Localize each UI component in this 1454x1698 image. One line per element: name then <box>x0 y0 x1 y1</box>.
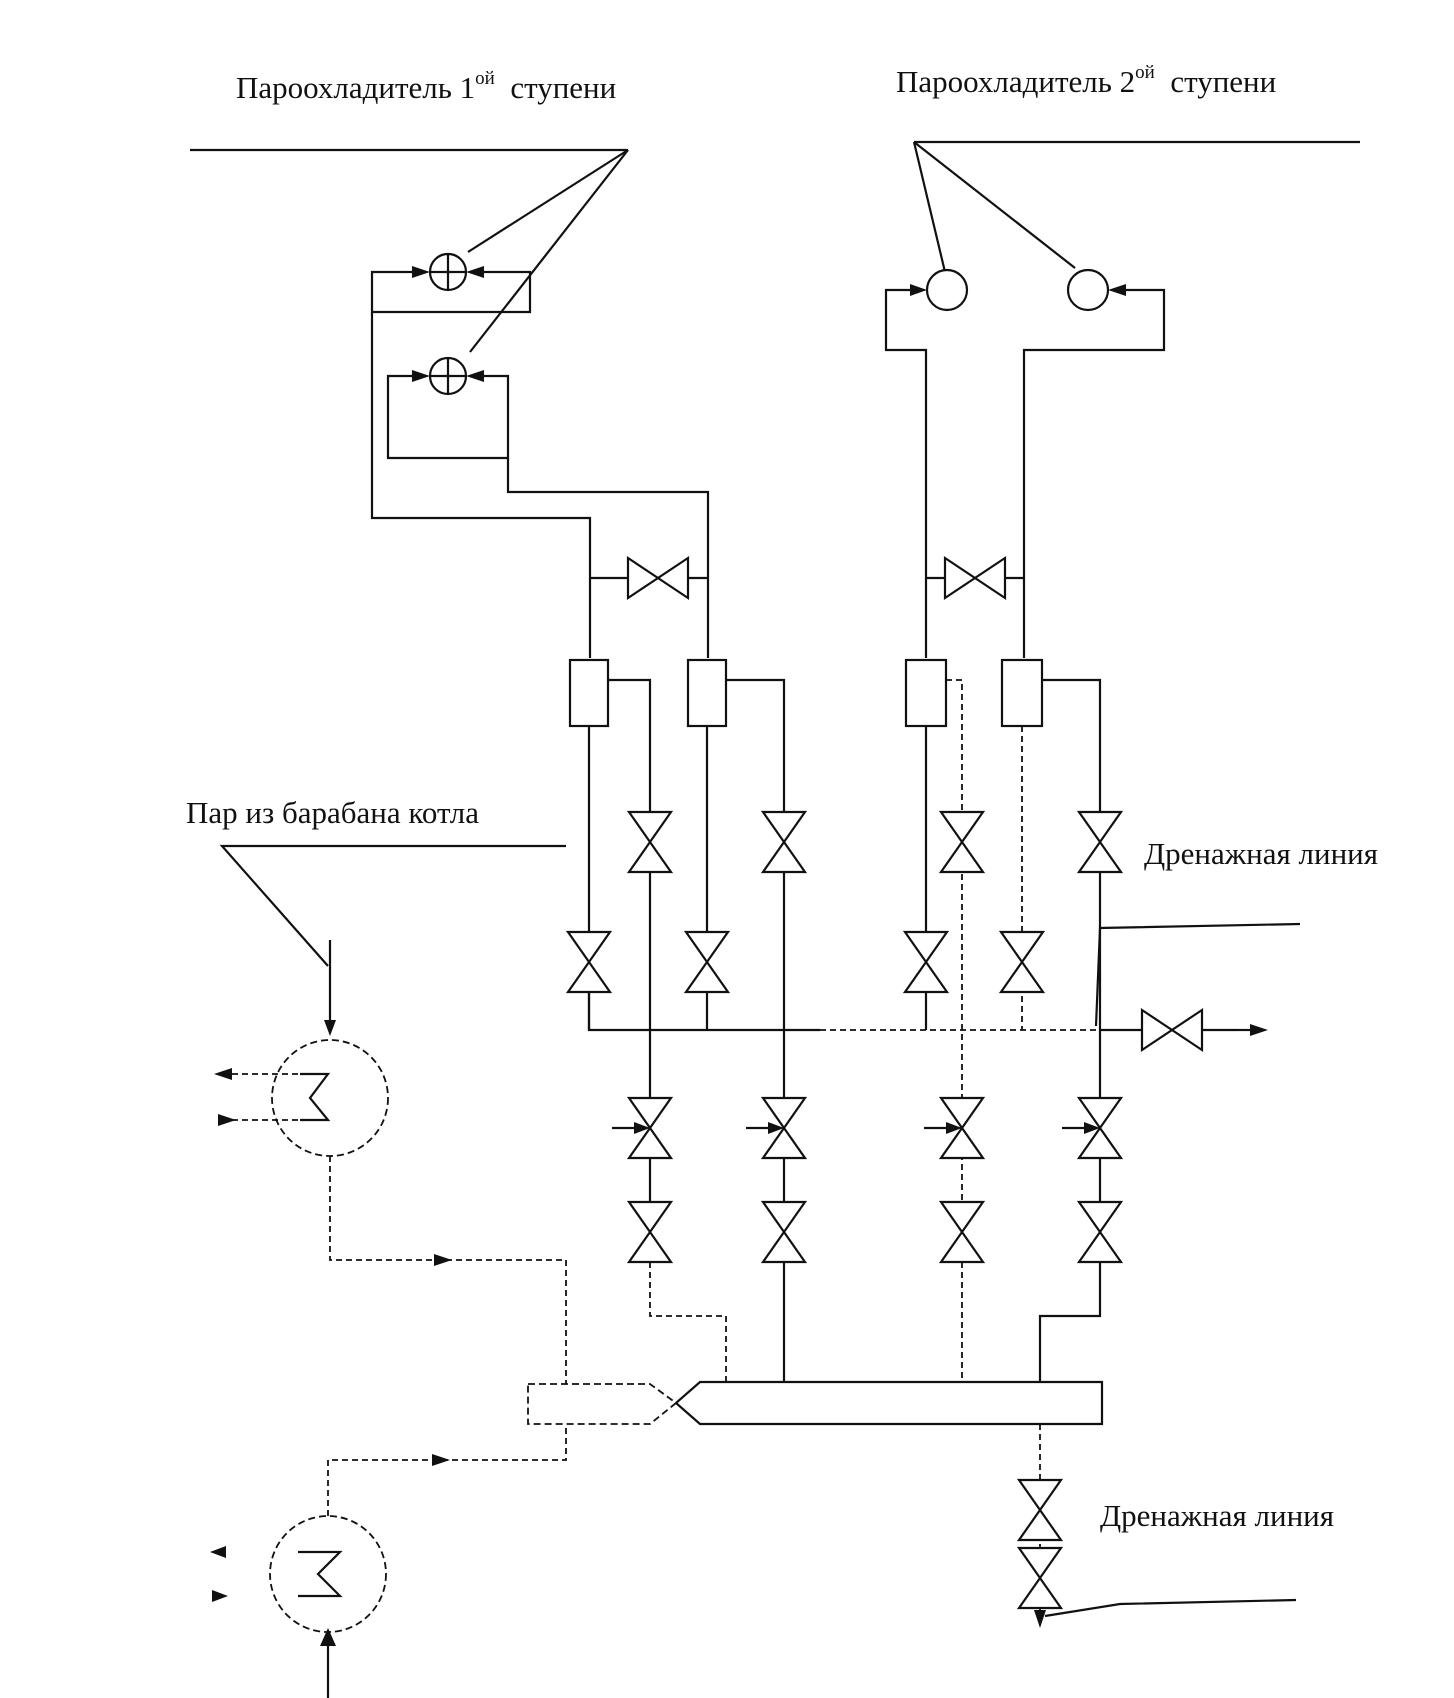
drain-line-upper-label: Дренажная линия <box>1144 836 1379 871</box>
label-2-leader-b <box>913 141 1076 269</box>
drain-valve-1 <box>566 930 612 994</box>
drain-valve-2 <box>684 930 730 994</box>
lower-cooler <box>210 1424 567 1698</box>
coolant-out-arrow-icon <box>214 1068 232 1080</box>
cooler-3-box <box>904 658 948 728</box>
outlet-valve-1 <box>627 810 673 874</box>
label-1-leader-b <box>469 149 629 353</box>
cooler-2-box <box>686 658 728 728</box>
cooler-4-outlet <box>1042 678 1102 1250</box>
sensor-2b-pipe <box>1022 288 1166 658</box>
desuperheater-2-suffix: ступени <box>1170 64 1277 99</box>
shutoff-valve-2 <box>761 1200 807 1264</box>
desuperheater-2-text: Пароохладитель 2 <box>896 64 1136 99</box>
cooler-3-outlet <box>946 679 963 1250</box>
leader-lines <box>190 140 1360 1618</box>
lower-cooler-body <box>269 1515 387 1633</box>
lower-cooler-arrow-in-icon <box>212 1590 228 1602</box>
outlet-valve-4 <box>1077 810 1123 874</box>
stage-1-bypass-valve <box>626 556 690 600</box>
collector-feed-4 <box>1038 1262 1102 1382</box>
sensor-1a-loop <box>370 270 532 314</box>
drum-steam-cooler <box>214 940 567 1384</box>
actuator-3-icon <box>946 1122 962 1134</box>
desuperheater-2-label: Пароохладитель 2ой ступени <box>896 62 1276 100</box>
collector-drain-arrow-icon <box>1034 1610 1046 1628</box>
lower-cooler-outlet-arrow-icon <box>432 1454 450 1466</box>
drain-valve-3 <box>903 930 949 994</box>
lower-cooler-coil-icon <box>298 1550 343 1598</box>
collector-drain-valve-2 <box>1017 1546 1063 1610</box>
desuperheater-2-sup: ой <box>1135 62 1155 83</box>
actuator-4-icon <box>1084 1122 1100 1134</box>
stage-1-left-pipe <box>370 312 592 658</box>
sensor-2a-arrow <box>910 284 927 296</box>
sensor-2b-icon <box>1066 268 1110 312</box>
stage-1-right-pipe <box>506 458 710 658</box>
drum-steam-inlet-arrow-icon <box>324 1020 336 1036</box>
collector-feed-1 <box>649 1262 727 1382</box>
sensor-1a-arrow-right <box>466 266 484 278</box>
shutoff-valve-4 <box>1077 1200 1123 1264</box>
regulating-valves <box>612 1096 1123 1160</box>
collector-inlet <box>527 1383 678 1425</box>
drain-header-valve <box>1140 1008 1204 1052</box>
coolant-in-arrow-icon <box>218 1114 236 1126</box>
actuator-1-icon <box>634 1122 650 1134</box>
stage-2-bypass-valve <box>943 556 1007 600</box>
actuator-2-icon <box>768 1122 784 1134</box>
desuperheater-1-sensors <box>370 252 532 460</box>
shutoff-valve-3 <box>939 1200 985 1264</box>
cooler-1-outlet <box>608 678 652 1250</box>
drain-header-left <box>587 992 820 1032</box>
sample-coolers <box>568 658 1044 728</box>
desuperheater-1-label: Пароохладитель 1ой ступени <box>236 68 616 106</box>
drum-steam-cooler-body <box>271 1039 389 1157</box>
drum-steam-leader <box>219 844 566 967</box>
shutoff-valve-1 <box>627 1200 673 1264</box>
cooler-4-box <box>1000 658 1044 728</box>
sensor-1b-arrow-right <box>466 370 484 382</box>
sensor-1b-arrow-left <box>412 370 430 382</box>
desuperheater-1-suffix: ступени <box>510 70 617 105</box>
sensor-2b-arrow <box>1108 284 1126 296</box>
drum-steam-outlet-arrow-icon <box>434 1254 452 1266</box>
drain-header-arrow-icon <box>1250 1024 1268 1036</box>
label-2-leader-a <box>912 141 947 273</box>
desuperheater-2-sensors <box>884 268 1166 658</box>
sensor-2a-pipe <box>884 288 928 658</box>
sensor-1b-loop <box>386 374 510 460</box>
drain-lower-leader <box>1044 1598 1297 1618</box>
outlet-valve-2 <box>761 810 807 874</box>
cooler-2-outlet <box>726 678 786 1250</box>
label-1-leader-a <box>467 149 629 253</box>
drum-steam-label: Пар из барабана котла <box>186 795 479 830</box>
sensor-2a-icon <box>925 268 969 312</box>
drain-upper-leader <box>1094 922 1301 1027</box>
lower-cooler-inlet-arrow-icon <box>320 1628 336 1646</box>
cooler-1-box <box>568 658 610 728</box>
lower-cooler-outlet-pipe <box>327 1424 567 1516</box>
sensor-1a-arrow-left <box>412 266 430 278</box>
drain-valve-4 <box>999 930 1045 994</box>
drain-line-lower-label: Дренажная линия <box>1100 1498 1335 1533</box>
collector-drain-valve-1 <box>1017 1478 1063 1542</box>
collector-header <box>674 1380 1104 1426</box>
lower-cooler-arrow-out-icon <box>210 1546 226 1558</box>
drum-steam-coil-icon <box>300 1072 331 1122</box>
drum-steam-outlet-pipe <box>329 1156 567 1384</box>
desuperheater-1-sup: ой <box>475 68 495 89</box>
outlet-valve-3 <box>939 810 985 874</box>
desuperheater-1-text: Пароохладитель 1 <box>236 70 476 105</box>
